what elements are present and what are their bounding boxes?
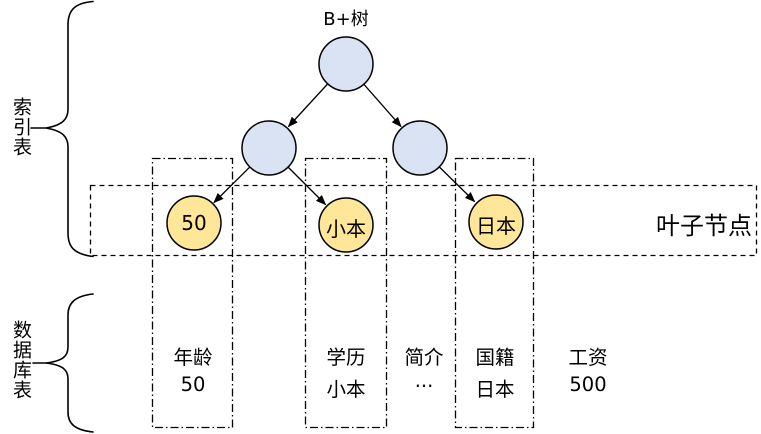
db-column-field: 国籍 — [475, 346, 515, 369]
root-node-circle — [318, 36, 374, 92]
leaf-node-riben-circle — [468, 194, 524, 250]
diagram-title: B+树 — [323, 9, 369, 30]
column-box-education — [304, 157, 388, 429]
leaf-node-value: 日本 — [476, 214, 516, 238]
leaf-node-value: 50 — [181, 211, 207, 235]
db-column-field: 学历 — [326, 346, 366, 369]
db-column-value: ... — [414, 369, 434, 392]
db-column-field: 简介 — [404, 346, 444, 369]
internal-node-right-circle — [392, 120, 448, 176]
index-table-brace — [45, 0, 94, 258]
database-table-brace — [45, 293, 94, 433]
leaf-row-dashed-box — [89, 184, 758, 257]
db-column-value: 50 — [180, 373, 206, 396]
database-table-label: 数据库表 — [10, 320, 32, 400]
db-column-field: 年龄 — [173, 346, 213, 369]
internal-node-left-circle — [241, 120, 297, 176]
column-box-age — [151, 157, 234, 429]
leaf-node-50-circle — [166, 195, 222, 251]
db-column-value: 小本 — [326, 378, 366, 401]
leaf-node-xiaoben-circle — [318, 197, 374, 253]
column-box-nationality — [454, 157, 535, 429]
leaf-node-value: 小本 — [326, 217, 366, 241]
db-column-value: 日本 — [475, 378, 515, 401]
db-column-field: 工资 — [568, 346, 608, 369]
leaf-row-caption: 叶子节点 — [656, 212, 752, 240]
braces — [30, 0, 94, 433]
db-column-value: 500 — [569, 373, 607, 396]
index-table-label: 索引表 — [10, 97, 32, 157]
